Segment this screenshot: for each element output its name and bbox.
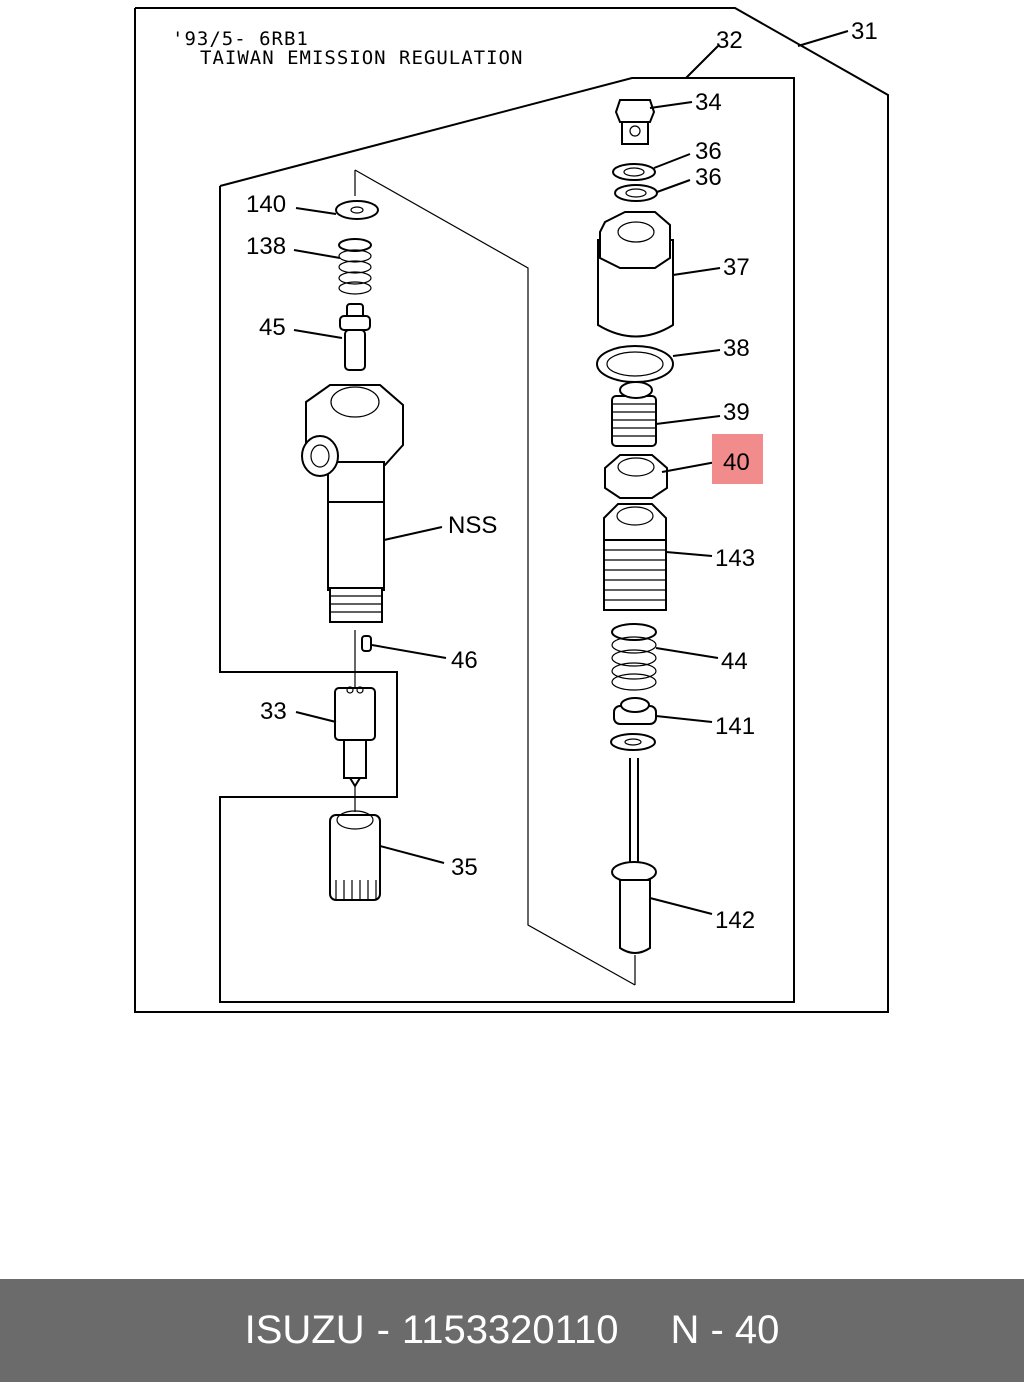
callout-140: 140 — [246, 191, 286, 218]
washer-hole — [625, 188, 647, 198]
outer-frame — [134, 7, 889, 1013]
leader-lines — [293, 30, 849, 915]
callout-39: 39 — [723, 399, 750, 426]
callout-46: 46 — [451, 647, 478, 674]
callout-35: 35 — [451, 854, 478, 881]
callout-nss: NSS — [448, 512, 497, 539]
part-142-push-rod — [611, 758, 657, 954]
callout-37: 37 — [723, 254, 750, 281]
part-141-spring-seat — [610, 697, 657, 751]
part-44-spring — [611, 623, 657, 691]
callout-138: 138 — [246, 233, 286, 260]
callout-36-lower: 36 — [695, 164, 722, 191]
footer-ref-label: N - 40 — [670, 1308, 780, 1352]
part-39-valve-holder — [611, 381, 657, 447]
footer-separator: - — [376, 1308, 390, 1352]
part-nss-holder-body — [301, 384, 404, 623]
part-37-cap-nut — [597, 211, 674, 338]
part-36-washer-lower — [614, 184, 658, 202]
part-138-spring — [338, 238, 372, 295]
callout-141: 141 — [715, 713, 755, 740]
fold-line — [354, 169, 636, 986]
part-45-push-rod — [339, 303, 371, 371]
callout-33: 33 — [260, 698, 287, 725]
footer-part-number: 1153320110 — [401, 1308, 619, 1352]
footer-brand: ISUZU — [244, 1308, 365, 1352]
callout-32: 32 — [716, 27, 743, 54]
header-line-2: TAIWAN EMISSION REGULATION — [200, 47, 523, 69]
header-line-1: '93/5- 6RB1 — [172, 28, 309, 50]
callout-40: 40 — [723, 449, 750, 476]
exploded-parts-diagram: '93/5- 6RB1 TAIWAN EMISSION REGULATION — [134, 7, 889, 1013]
callout-38: 38 — [723, 335, 750, 362]
callout-143: 143 — [715, 545, 755, 572]
part-40-nut — [604, 454, 668, 499]
highlight-box — [712, 434, 763, 484]
part-34-bolt — [614, 99, 656, 145]
part-33-nozzle — [334, 686, 376, 788]
part-36-washer-upper — [612, 163, 656, 181]
callout-142: 142 — [715, 907, 755, 934]
callout-45: 45 — [259, 314, 286, 341]
gasket-inner — [606, 351, 664, 377]
callout-44: 44 — [721, 648, 748, 675]
part-140-shim — [335, 200, 379, 220]
subassembly-frame — [219, 77, 795, 1003]
callout-36-upper: 36 — [695, 138, 722, 165]
callout-34: 34 — [695, 89, 722, 116]
part-143-threaded-body — [603, 503, 667, 611]
part-35-retaining-nut — [329, 810, 381, 901]
shim-hole — [350, 206, 364, 214]
part-46-pin — [361, 635, 372, 652]
callout-31: 31 — [851, 18, 878, 45]
washer-hole — [623, 167, 645, 177]
footer-bar: ISUZU - 1153320110 N - 40 — [0, 1279, 1024, 1382]
